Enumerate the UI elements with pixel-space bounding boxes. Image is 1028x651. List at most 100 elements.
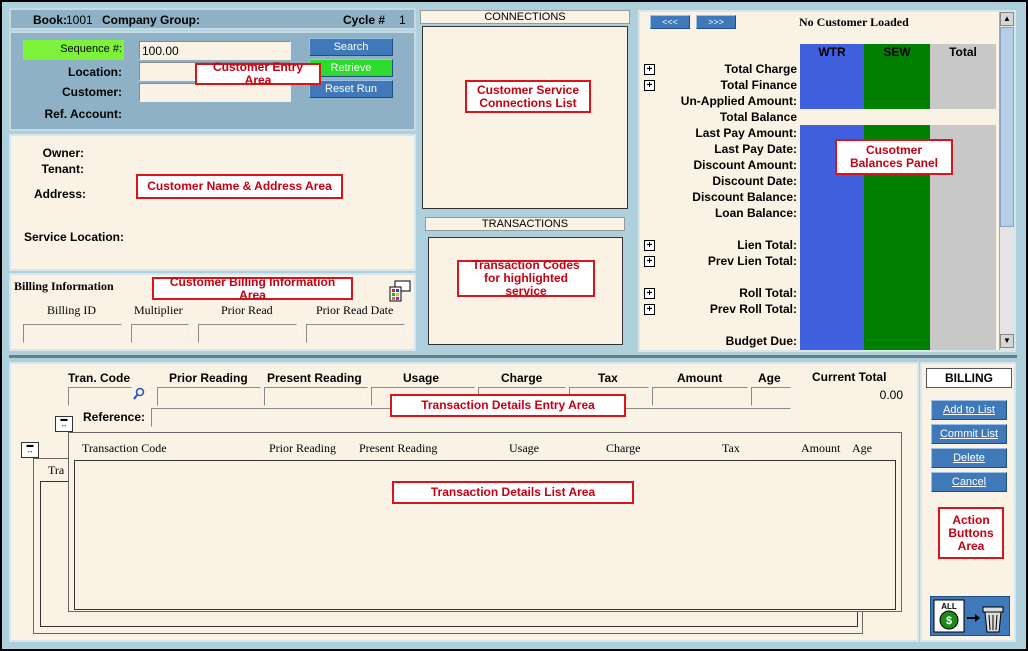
connections-title: CONNECTIONS [484,11,566,23]
expand-prev-roll-total-icon[interactable]: + [644,304,655,315]
sew-column [864,44,930,350]
prior-reading-input[interactable] [157,387,261,406]
prev-customer-button[interactable]: <<< [650,15,690,29]
reference-label: Reference: [83,410,146,424]
search-button[interactable]: Search [309,38,393,56]
delete-button[interactable]: Delete [931,448,1007,468]
clear-all-trash-icon[interactable]: ALL $ [930,596,1010,636]
add-to-list-button[interactable]: Add to List [931,400,1007,420]
commit-list-button[interactable]: Commit List [931,424,1007,444]
location-label: Location: [68,65,122,79]
balances-scrollbar[interactable]: ▲ ▼ [999,12,1014,350]
sequence-input[interactable] [139,41,291,60]
age-header: Age [758,371,781,385]
callout-name-address: Customer Name & Address Area [136,174,343,199]
expand-grid-icon[interactable]: ▬↔ [55,416,73,432]
transactions-title: TRANSACTIONS [481,218,569,230]
address-label: Address: [33,187,86,201]
next-customer-button[interactable]: >>> [696,15,736,29]
prior-read-date-input[interactable] [306,324,405,343]
cycle-label: Cycle # [343,13,386,27]
list-transaction-code-header: Transaction Code [82,441,167,455]
balance-separator [800,109,996,125]
unapplied-amount-label: Un-Applied Amount: [680,94,797,108]
list-usage-header: Usage [509,441,539,455]
customer-input[interactable] [139,83,291,102]
billing-id-input[interactable] [23,324,122,343]
scroll-down-icon[interactable]: ▼ [1000,334,1014,348]
discount-date-label: Discount Date: [712,174,797,188]
lookup-icon[interactable] [133,387,145,401]
scroll-up-icon[interactable]: ▲ [1000,12,1014,26]
clear-all-label: ALL [941,602,957,611]
multiplier-header: Multiplier [134,303,183,317]
list-charge-header: Charge [606,441,641,455]
last-pay-amount-label: Last Pay Amount: [695,126,797,140]
expand-prev-lien-total-icon[interactable]: + [644,256,655,267]
billing-title-box: BILLING [926,368,1012,388]
expand-total-finance-icon[interactable]: + [644,80,655,91]
tran-code-input[interactable] [68,387,132,406]
age-input[interactable] [751,387,791,406]
prior-read-input[interactable] [198,324,297,343]
callout-tran-list: Transaction Details List Area [392,481,634,504]
callout-connections: Customer Service Connections List [465,80,591,113]
header-bar: Book: 1001 Company Group: Cycle # 1 [9,8,416,30]
tax-header: Tax [598,371,618,385]
colorful-grid-icon[interactable] [389,280,411,302]
prior-read-date-header: Prior Read Date [316,303,394,317]
book-label: Book: [33,13,67,27]
customer-label: Customer: [61,85,122,99]
ref-account-label: Ref. Account: [44,107,122,121]
callout-billing-info: Customer Billing Information Area [152,275,353,301]
prev-roll-total-label: Prev Roll Total: [709,302,797,316]
callout-actions: Action Buttons Area [938,507,1004,559]
present-reading-input[interactable] [264,387,368,406]
actions-panel: BILLING Add to List Commit List Delete C… [920,362,1016,642]
retrieve-button[interactable]: Retrieve [309,59,393,77]
total-charge-label: Total Charge [724,62,797,76]
name-address-panel: Owner: Tenant: Address: Service Location… [9,134,416,271]
cancel-button[interactable]: Cancel [931,472,1007,492]
service-location-label: Service Location: [23,230,124,244]
callout-tran-entry: Transaction Details Entry Area [390,394,626,417]
charge-header: Charge [501,371,543,385]
expand-total-charge-icon[interactable]: + [644,64,655,75]
reset-run-button[interactable]: Reset Run [309,80,393,98]
list-age-header: Age [852,441,872,455]
cycle-value: 1 [399,13,406,27]
discount-balance-label: Discount Balance: [692,190,797,204]
sew-column-header: SEW [883,45,911,59]
amount-header: Amount [677,371,723,385]
discount-amount-label: Discount Amount: [693,158,797,172]
lien-total-label: Lien Total: [737,238,797,252]
current-total-label: Current Total [812,370,887,384]
callout-balances: Cusotmer Balances Panel [835,139,953,175]
transactions-title-bar: TRANSACTIONS [425,217,625,231]
multiplier-input[interactable] [131,324,189,343]
callout-transactions: Transaction Codes for highlighted servic… [457,259,595,298]
expand-grid-back-icon[interactable]: ▬↔ [21,442,39,458]
present-reading-header: Present Reading [267,371,362,385]
budget-due-label: Budget Due: [725,334,797,348]
transaction-list: Transaction Code Prior Reading Present R… [68,432,902,612]
expand-roll-total-icon[interactable]: + [644,288,655,299]
wtr-column-header: WTR [818,45,846,59]
horizontal-divider [9,355,1017,358]
expand-lien-total-icon[interactable]: + [644,240,655,251]
list-amount-header: Amount [801,441,841,455]
amount-input[interactable] [652,387,748,406]
callout-customer-entry: Customer Entry Area [195,61,321,87]
list-prior-reading-header: Prior Reading [269,441,336,455]
balances-panel: <<< >>> No Customer Loaded WTR SEW Total… [638,10,1016,352]
total-column [930,44,996,350]
scroll-thumb[interactable] [1000,27,1014,227]
billing-info-title: Billing Information [14,279,114,293]
prev-lien-total-label: Prev Lien Total: [707,254,797,268]
wtr-column [800,44,864,350]
current-total-value: 0.00 [879,388,903,402]
reference-input[interactable] [151,408,791,427]
svg-text:$: $ [946,615,952,627]
connections-list[interactable] [422,26,628,209]
